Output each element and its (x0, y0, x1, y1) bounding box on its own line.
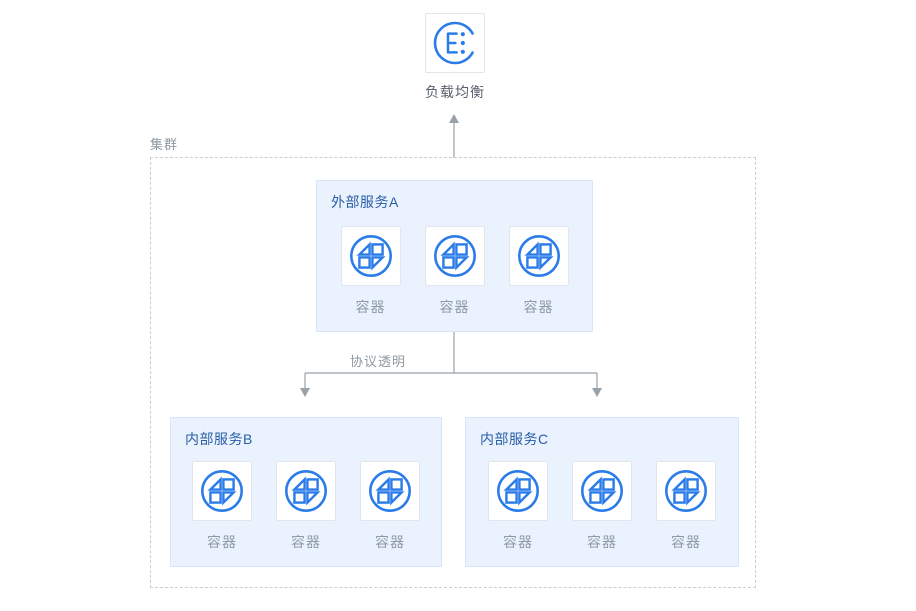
container-label: 容器 (375, 534, 405, 550)
container-tile (508, 226, 569, 286)
container-label: 容器 (291, 534, 321, 550)
load-balancer-icon (432, 20, 478, 66)
container-cell: 容器 (572, 461, 632, 552)
cluster-label: 集群 (150, 137, 179, 152)
container-label: 容器 (671, 534, 701, 550)
container-tile (572, 461, 632, 521)
flow-label: 协议透明 (349, 354, 406, 369)
service-box-external-a: 外部服务A 容器 容器 容器 (316, 180, 593, 332)
container-tile (424, 226, 485, 286)
container-label: 容器 (207, 534, 237, 550)
service-title: 内部服务B (185, 431, 253, 447)
container-tile (192, 461, 252, 521)
service-title: 外部服务A (331, 194, 399, 210)
container-tile (360, 461, 420, 521)
container-row: 容器 容器 容器 (171, 461, 441, 552)
container-icon (495, 468, 541, 514)
container-tile (276, 461, 336, 521)
container-icon (663, 468, 709, 514)
arrow-up-connector (449, 114, 459, 158)
load-balancer-node (425, 13, 485, 73)
container-label: 容器 (355, 299, 386, 315)
container-tile (656, 461, 716, 521)
container-cell: 容器 (488, 461, 548, 552)
container-cell: 容器 (424, 226, 485, 317)
container-icon (367, 468, 413, 514)
container-tile (340, 226, 401, 286)
container-icon (199, 468, 245, 514)
container-label: 容器 (439, 299, 470, 315)
container-label: 容器 (523, 299, 554, 315)
service-title: 内部服务C (480, 431, 549, 447)
service-box-internal-c: 内部服务C 容器 容器 容器 (465, 417, 739, 567)
container-icon (348, 233, 394, 279)
container-cell: 容器 (192, 461, 252, 552)
container-label: 容器 (587, 534, 617, 550)
container-tile (488, 461, 548, 521)
branch-connector (300, 332, 602, 397)
container-icon (516, 233, 562, 279)
cluster-frame (150, 157, 756, 588)
container-cell: 容器 (340, 226, 401, 317)
container-cell: 容器 (656, 461, 716, 552)
container-cell: 容器 (276, 461, 336, 552)
container-cell: 容器 (508, 226, 569, 317)
container-icon (432, 233, 478, 279)
service-box-internal-b: 内部服务B 容器 容器 容器 (170, 417, 442, 567)
container-cell: 容器 (360, 461, 420, 552)
container-icon (579, 468, 625, 514)
container-row: 容器 容器 容器 (317, 226, 592, 317)
load-balancer-label: 负载均衡 (425, 84, 485, 100)
container-icon (283, 468, 329, 514)
container-row: 容器 容器 容器 (466, 461, 738, 552)
container-label: 容器 (503, 534, 533, 550)
